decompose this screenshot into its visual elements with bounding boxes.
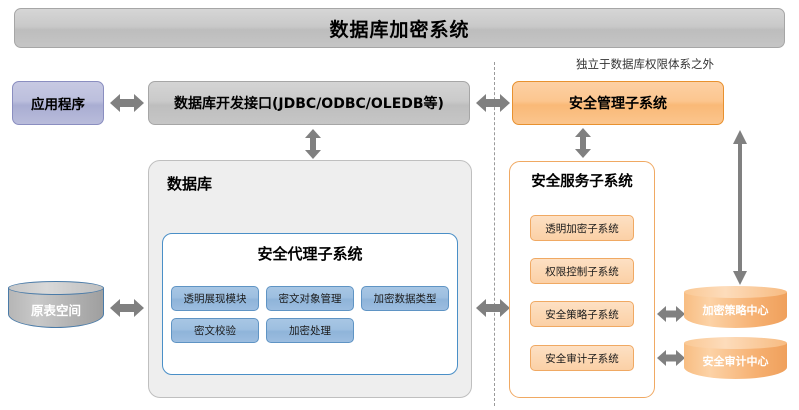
tablespace-label: 原表空间: [30, 303, 81, 318]
arrow-policy-subsystem-to-policy-center: [657, 306, 685, 322]
audit-center-cylinder[interactable]: 安全审计中心: [684, 337, 787, 385]
application-box[interactable]: 应用程序: [12, 81, 104, 125]
agent-module-row-2: 密文校验 加密处理: [171, 318, 354, 343]
agent-module[interactable]: 加密处理: [266, 318, 354, 343]
database-label: 数据库: [167, 175, 213, 193]
arrow-database-to-service: [476, 299, 510, 317]
agent-module[interactable]: 透明展现模块: [171, 286, 259, 311]
arrow-interface-to-management: [476, 94, 510, 112]
cylinder-body: [684, 292, 787, 328]
service-item-security-policy[interactable]: 安全策略子系统: [530, 301, 634, 327]
cylinder-body: [684, 343, 787, 379]
cylinder-top: [8, 281, 104, 295]
cylinder-top: [684, 286, 787, 298]
agent-module-row-1: 透明展现模块 密文对象管理 加密数据类型: [171, 286, 449, 311]
arrow-audit-subsystem-to-audit-center: [657, 350, 685, 366]
service-item-security-audit[interactable]: 安全审计子系统: [530, 345, 634, 371]
database-interface-box[interactable]: 数据库开发接口(JDBC/ODBC/OLEDB等): [148, 81, 470, 125]
service-item-access-control[interactable]: 权限控制子系统: [530, 258, 634, 284]
audit-center-label: 安全审计中心: [702, 355, 769, 368]
security-management-box[interactable]: 安全管理子系统: [512, 81, 724, 125]
service-item-transparent-encryption[interactable]: 透明加密子系统: [530, 215, 634, 241]
arrow-app-to-interface: [110, 94, 144, 112]
boundary-divider: [494, 62, 495, 406]
security-service-title: 安全服务子系统: [531, 174, 633, 190]
arrow-tablespace-to-database: [110, 299, 144, 317]
cylinder-top: [684, 337, 787, 349]
tablespace-cylinder[interactable]: 原表空间: [8, 281, 104, 335]
agent-module[interactable]: 加密数据类型: [361, 286, 449, 311]
policy-center-label: 加密策略中心: [702, 304, 769, 317]
security-agent-title: 安全代理子系统: [257, 245, 363, 263]
arrow-management-to-service: [575, 128, 591, 158]
agent-module[interactable]: 密文对象管理: [266, 286, 354, 311]
arrow-management-to-policy-center: [733, 130, 747, 285]
independence-note: 独立于数据库权限体系之外: [576, 57, 714, 71]
diagram-title: 数据库加密系统: [14, 8, 785, 48]
arrow-interface-to-database: [305, 129, 321, 159]
agent-module[interactable]: 密文校验: [171, 318, 259, 343]
policy-center-cylinder[interactable]: 加密策略中心: [684, 286, 787, 334]
